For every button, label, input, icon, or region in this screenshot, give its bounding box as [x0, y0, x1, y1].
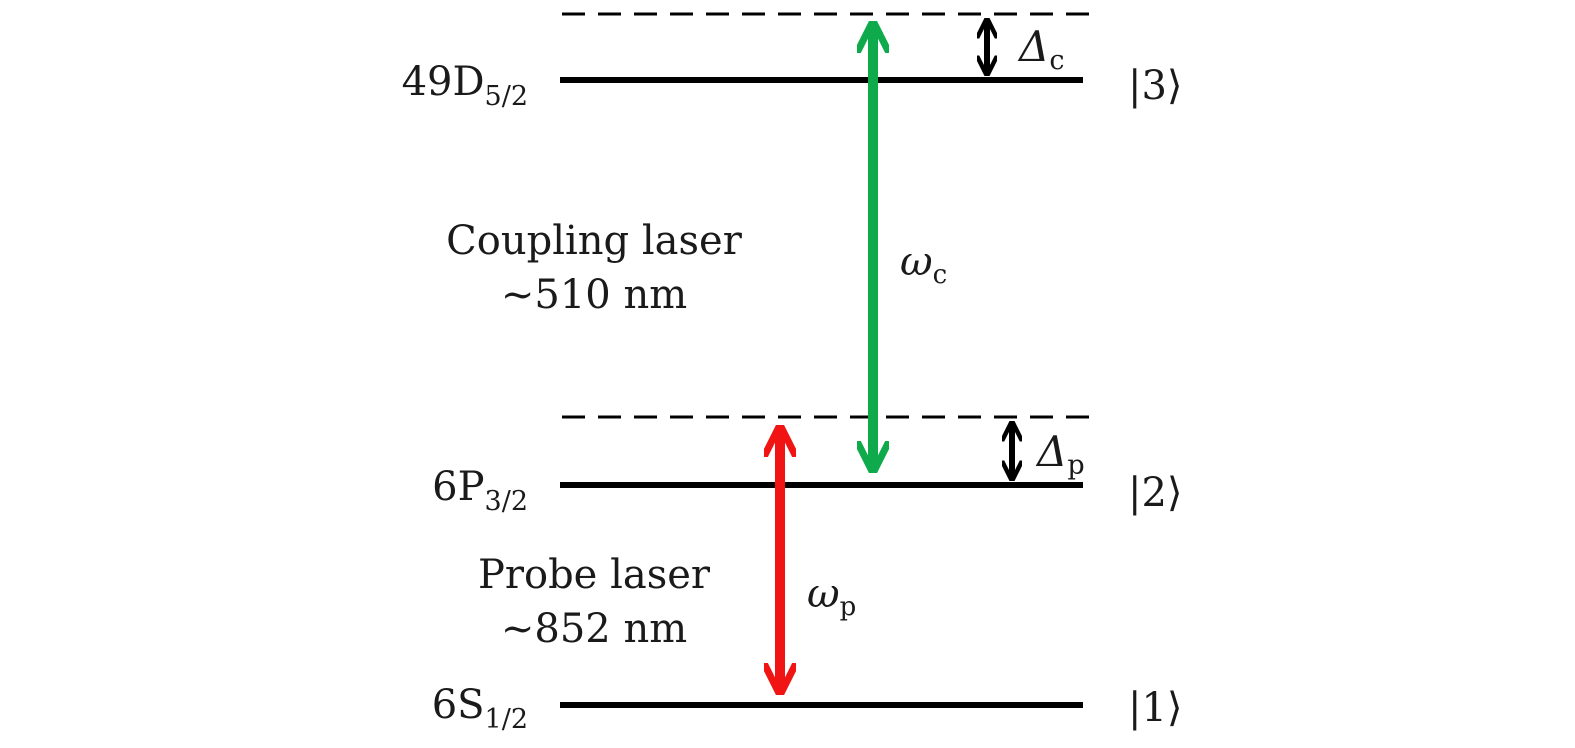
probe-detuning-label: Δp	[1035, 427, 1085, 481]
probe-label-line1: Probe laser	[478, 552, 711, 598]
level-name-49d: 49D5/2	[402, 59, 528, 112]
coupling-label-line2: ~510 nm	[501, 272, 687, 318]
ket-3: |3⟩	[1128, 63, 1183, 109]
probe-label-line2: ~852 nm	[501, 606, 687, 652]
coupling-detuning-label: Δc	[1017, 22, 1064, 76]
probe-frequency-label: ωp	[807, 571, 856, 622]
level-name-6s: 6S1/2	[432, 682, 528, 735]
coupling-label-line1: Coupling laser	[446, 218, 743, 264]
ket-1: |1⟩	[1128, 685, 1183, 731]
ket-2: |2⟩	[1128, 470, 1183, 516]
level-name-6p: 6P3/2	[432, 464, 528, 517]
coupling-frequency-label: ωc	[900, 239, 947, 290]
